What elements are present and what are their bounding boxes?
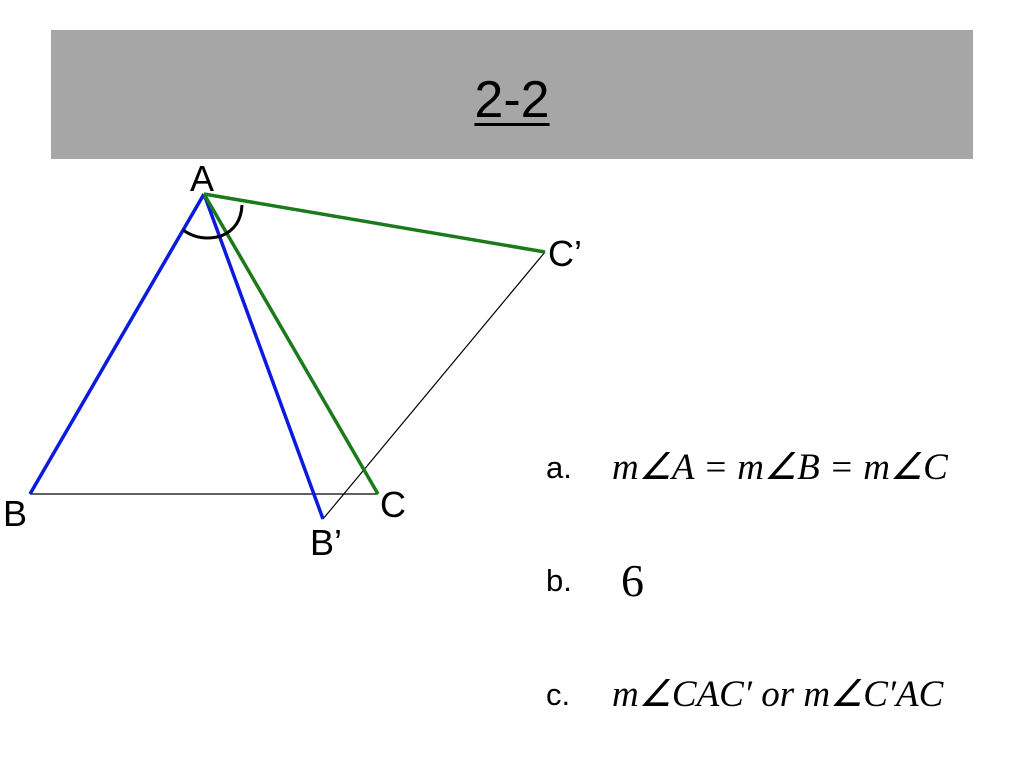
slide-title: 2-2 [474, 71, 550, 129]
answer-letter: a. [546, 450, 572, 485]
title-bar: 2-2 [51, 30, 973, 159]
answer-text: m∠A = m∠B = m∠C [612, 447, 948, 488]
segment-ab [28, 193, 206, 495]
answer-text: 6 [621, 555, 644, 606]
point-label-a: A [190, 158, 214, 199]
segment-ac [202, 193, 380, 495]
segment-b-prime-c-prime [322, 251, 546, 520]
answer-letter: c. [546, 677, 571, 712]
segment-ac-prime [203, 192, 546, 254]
answer-letter: b. [546, 563, 572, 598]
answer-text: m∠CAC′ or m∠C′AC [612, 674, 944, 715]
point-label-b: B [3, 493, 27, 534]
segment-ab-prime [202, 193, 325, 520]
point-label-c: C [380, 484, 406, 525]
angle-arc-a [182, 204, 244, 240]
point-label-b-prime: B’ [310, 522, 342, 563]
point-label-c-prime: C’ [548, 233, 582, 274]
